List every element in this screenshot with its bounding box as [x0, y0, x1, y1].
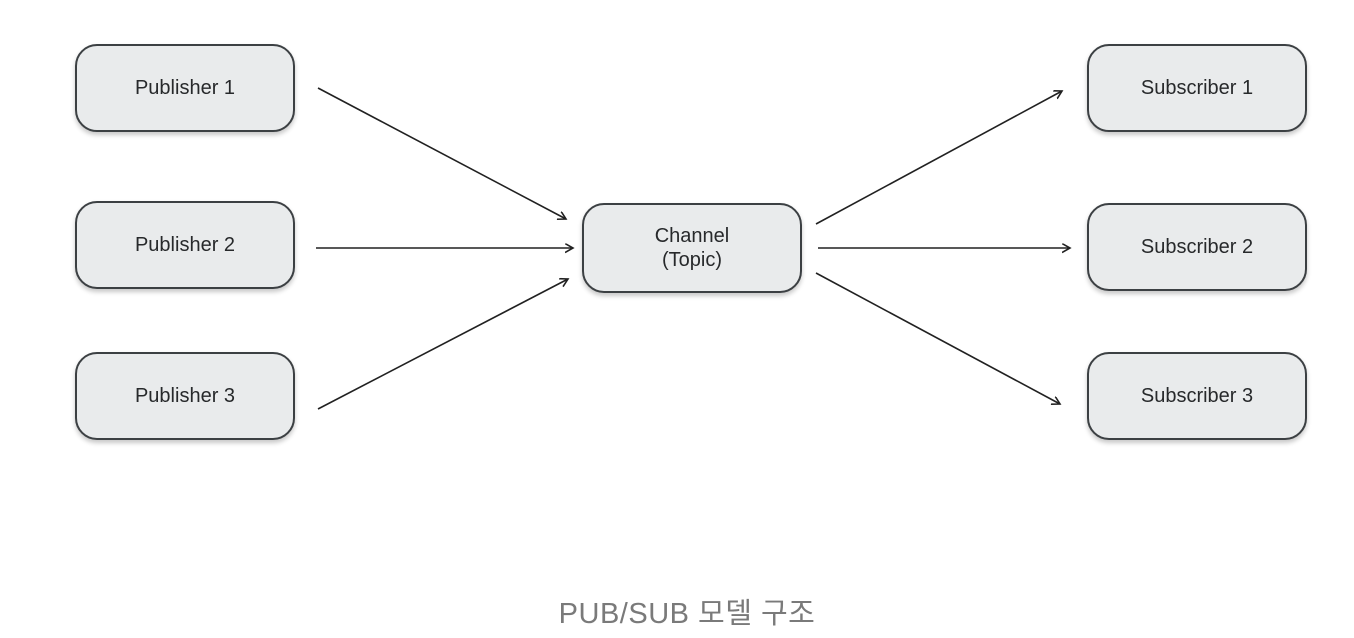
node-subscriber-3-label: Subscriber 3 — [1140, 385, 1254, 407]
arrow-publisher3-to-channel — [317, 279, 568, 410]
node-publisher-2-label: Publisher 2 — [134, 234, 236, 256]
node-publisher-1: Publisher 1 — [75, 44, 295, 132]
node-publisher-2: Publisher 2 — [75, 201, 295, 289]
arrow-channel-to-subscriber1 — [815, 91, 1062, 225]
node-publisher-3: Publisher 3 — [75, 352, 295, 440]
node-publisher-1-label: Publisher 1 — [134, 77, 236, 99]
node-channel-label-line1: Channel — [654, 225, 730, 247]
node-subscriber-1: Subscriber 1 — [1087, 44, 1307, 132]
node-subscriber-2-label: Subscriber 2 — [1140, 236, 1254, 258]
node-channel-label-line2: (Topic) — [661, 249, 722, 271]
node-channel: Channel (Topic) — [582, 203, 802, 293]
node-subscriber-1-label: Subscriber 1 — [1140, 77, 1254, 99]
node-publisher-3-label: Publisher 3 — [134, 385, 236, 407]
arrow-channel-to-subscriber3 — [815, 272, 1060, 404]
arrow-publisher1-to-channel — [317, 87, 566, 219]
node-subscriber-2: Subscriber 2 — [1087, 203, 1307, 291]
node-subscriber-3: Subscriber 3 — [1087, 352, 1307, 440]
diagram-caption: PUB/SUB 모델 구조 — [558, 598, 816, 630]
